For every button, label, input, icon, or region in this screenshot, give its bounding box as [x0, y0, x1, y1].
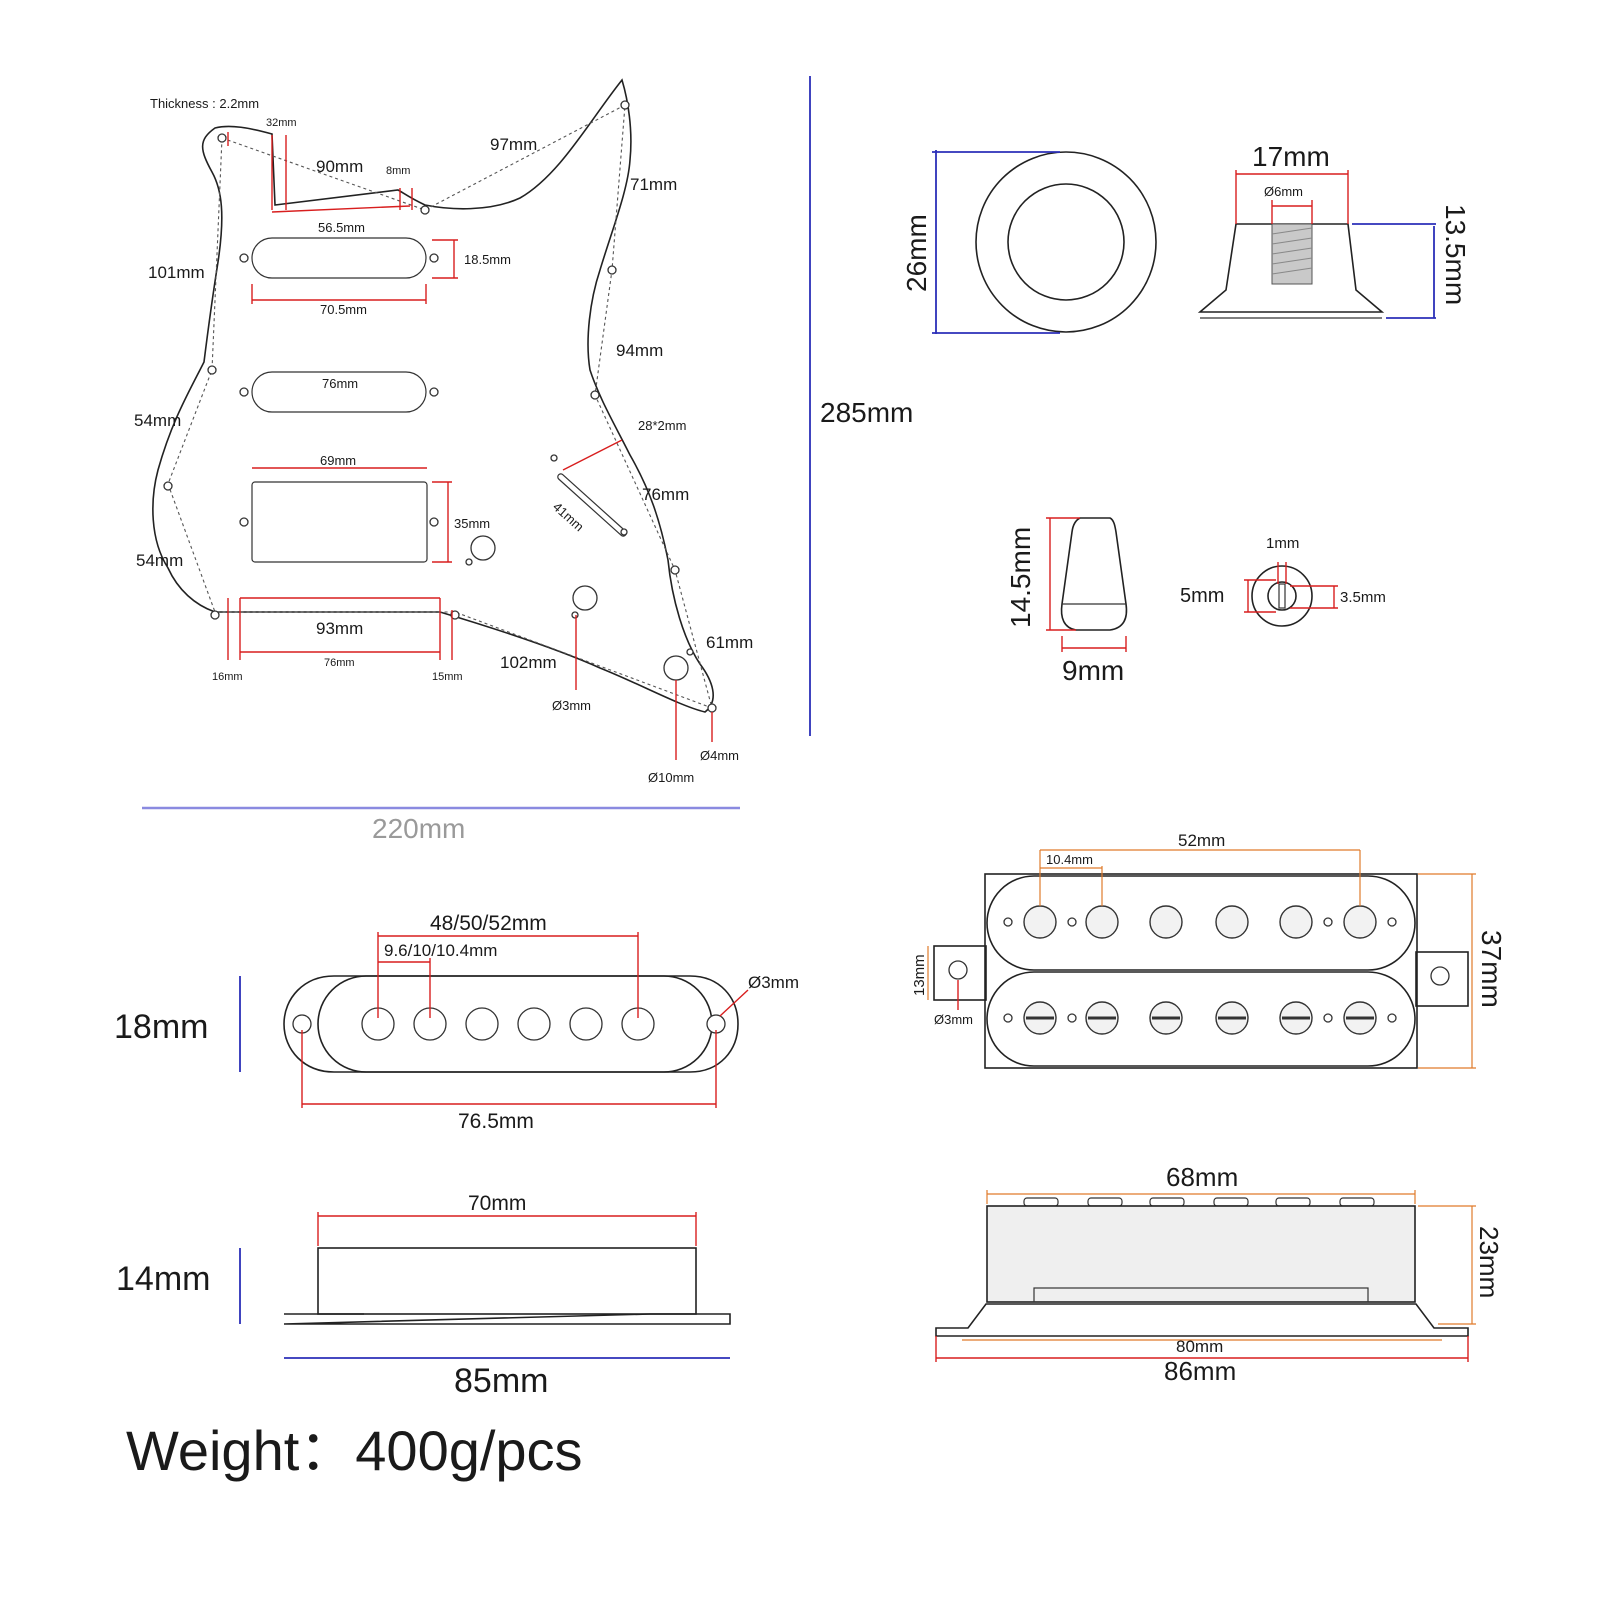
humbucker-coil-top — [986, 875, 1416, 971]
single-coil-flange — [283, 975, 739, 1073]
dim-102: 102mm — [500, 653, 557, 672]
single-coil-width: 18mm — [114, 1008, 208, 1046]
pickguard-screw-line — [167, 104, 713, 709]
dim-dia3: Ø3mm — [552, 698, 591, 713]
dim-94: 94mm — [616, 341, 663, 360]
neck-pickup-cutout — [251, 237, 427, 279]
humbucker-pole-spacing: 52mm — [1178, 831, 1225, 850]
middle-pickup-cutout — [251, 371, 427, 413]
humbucker-hole-dia: Ø3mm — [934, 1012, 973, 1027]
control-hole-1 — [470, 535, 496, 561]
switch-slot-inner: 3.5mm — [1340, 589, 1386, 606]
single-coil-pole-spacing: 48/50/52mm — [430, 912, 547, 935]
humbucker-side-drawing: 68mm 23mm 80mm 86mm — [935, 1162, 1504, 1386]
bridge-humbucker-cutout — [251, 481, 428, 563]
humbucker-width: 37mm — [1476, 930, 1507, 1008]
dim-dia10: Ø10mm — [648, 770, 694, 785]
pickguard-height: 285mm — [820, 397, 913, 428]
humbucker-coil-bottom — [986, 971, 1416, 1067]
humbucker-tab: 13mm — [911, 954, 928, 996]
dim-76-right: 76mm — [642, 485, 689, 504]
knob-top-outer — [975, 151, 1157, 333]
dim-69: 69mm — [320, 453, 356, 468]
pickguard-screw-holes — [163, 100, 717, 713]
knob-shaft-dia: Ø6mm — [1264, 184, 1303, 199]
dim-93: 93mm — [316, 619, 363, 638]
knob-top-width: 17mm — [1252, 141, 1330, 172]
knob-diameter: 26mm — [901, 214, 932, 292]
control-hole-3 — [663, 655, 689, 681]
dim-35: 35mm — [454, 516, 490, 531]
single-coil-side-drawing: 70mm 14mm 85mm — [116, 1192, 731, 1400]
dim-8: 8mm — [386, 165, 410, 177]
control-hole-2 — [572, 585, 598, 611]
switch-slot-length: 5mm — [1180, 585, 1224, 607]
weight-label: Weight：400g/pcs — [126, 1419, 583, 1482]
dim-54-upper: 54mm — [134, 411, 181, 430]
switch-tip-width: 9mm — [1062, 655, 1124, 686]
thickness-label: Thickness : 2.2mm — [150, 96, 259, 111]
single-coil-length: 76.5mm — [458, 1110, 534, 1133]
single-coil-side-height: 14mm — [116, 1260, 210, 1298]
dim-97: 97mm — [490, 135, 537, 154]
dim-15: 15mm — [432, 671, 463, 683]
dim-101: 101mm — [148, 263, 205, 282]
humbucker-side-baseplate — [935, 1303, 1469, 1337]
dim-90: 90mm — [316, 157, 363, 176]
dim-16: 16mm — [212, 671, 243, 683]
single-coil-poles — [361, 1007, 655, 1041]
humbucker-side-base: 86mm — [1164, 1356, 1236, 1386]
pickguard-width: 220mm — [372, 813, 465, 844]
dim-18-5: 18.5mm — [464, 252, 511, 267]
single-coil-hole-dia: Ø3mm — [748, 973, 799, 992]
dim-76-mid: 76mm — [322, 376, 358, 391]
dim-71: 71mm — [630, 175, 677, 194]
humbucker-top-poles — [1003, 905, 1397, 939]
dim-32: 32mm — [266, 117, 297, 129]
dim-61: 61mm — [706, 633, 753, 652]
knob-drawing: 26mm 17mm Ø6mm 13.5mm — [901, 141, 1471, 334]
humbucker-tab-right — [1415, 951, 1469, 1007]
knob-top-inner — [1007, 183, 1125, 301]
switch-tip-bottom-outer — [1251, 565, 1313, 627]
switch-tip-drawing: 14.5mm 9mm 1mm 5mm 3.5mm — [1005, 517, 1386, 686]
humbucker-side-bobbin — [1033, 1287, 1369, 1303]
pickguard-drawing: Thickness : 2.2mm 32mm 90mm 8mm 97mm 71m… — [134, 76, 913, 844]
humbucker-pole-gap: 10.4mm — [1046, 852, 1093, 867]
switch-tip-slot — [1278, 583, 1286, 609]
humbucker-frame — [984, 873, 1418, 1069]
humbucker-side-cover — [986, 1205, 1416, 1303]
humbucker-screw-poles — [1003, 1001, 1397, 1035]
single-coil-top-drawing: 48/50/52mm 9.6/10/10.4mm 18mm Ø3mm 76.5m… — [114, 912, 799, 1133]
knob-height: 13.5mm — [1440, 204, 1471, 305]
single-coil-side-top: 70mm — [468, 1192, 526, 1215]
dim-54-lower: 54mm — [136, 551, 183, 570]
switch-slot-width: 1mm — [1266, 535, 1299, 552]
pickguard-outline — [152, 78, 714, 713]
humbucker-tab-left — [933, 945, 987, 1001]
humbucker-side-height: 23mm — [1474, 1226, 1504, 1298]
humbucker-side-top: 68mm — [1166, 1162, 1238, 1192]
switch-slot — [550, 454, 628, 537]
humbucker-side-inner: 80mm — [1176, 1337, 1223, 1356]
switch-tip-bottom-inner — [1267, 581, 1297, 611]
switch-tip-height: 14.5mm — [1005, 527, 1036, 628]
single-coil-side-body — [317, 1247, 697, 1315]
humbucker-top-drawing: 52mm 10.4mm 37mm 13mm Ø3mm — [911, 831, 1507, 1069]
single-coil-side-base — [283, 1313, 731, 1325]
dim-76-bottom: 76mm — [324, 657, 355, 669]
dim-28x2: 28*2mm — [638, 418, 686, 433]
knob-shaft-hole — [1271, 223, 1313, 285]
dim-56-5: 56.5mm — [318, 220, 365, 235]
single-coil-pole-gap: 9.6/10/10.4mm — [384, 941, 497, 960]
dim-dia4: Ø4mm — [700, 748, 739, 763]
single-coil-side-base-width: 85mm — [454, 1362, 548, 1400]
dim-70-5: 70.5mm — [320, 302, 367, 317]
switch-tip-profile — [1060, 517, 1128, 631]
humbucker-side-pole-tops — [1023, 1197, 1375, 1207]
dim-41: 41mm — [550, 499, 587, 534]
